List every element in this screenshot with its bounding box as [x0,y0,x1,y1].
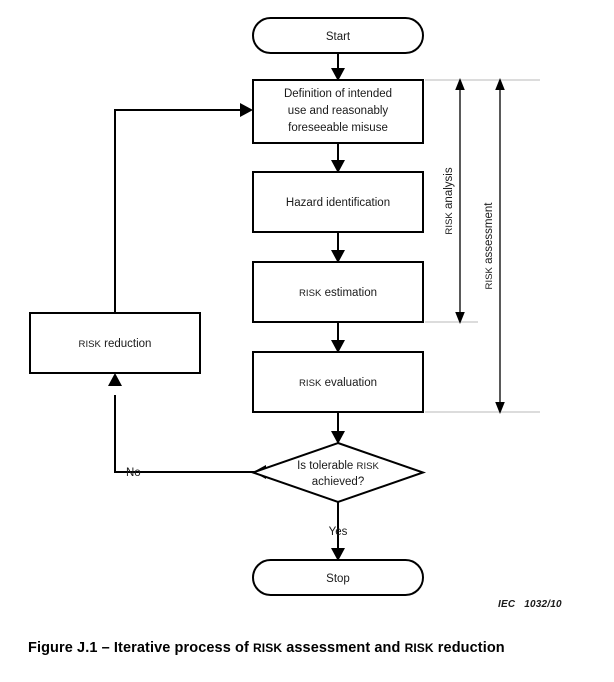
edge-decision-to-reduction [108,373,266,479]
node-decision-line1: Is tolerable RISK [297,460,379,472]
node-definition-line1: Definition of intended [284,88,392,100]
edge-label-no: No [126,467,141,479]
node-decision-line2: achieved? [312,476,364,488]
node-risk-evaluation-label: RISK evaluation [299,377,377,389]
node-definition[interactable]: Definition of intended use and reasonabl… [252,79,424,144]
node-stop-label: Stop [326,573,350,585]
arrowhead-right [240,103,253,117]
arrowhead-up [455,78,465,90]
edge-start-to-definition [331,52,345,81]
edge-decision-to-stop [331,502,345,561]
edge-estimation-to-evaluation [331,322,345,353]
node-hazard-label: Hazard identification [286,197,390,209]
caption-smallcaps-risk-2: RISK [404,641,434,655]
caption-smallcaps-risk-1: RISK [253,641,283,655]
caption-mid: assessment and [282,640,405,656]
node-risk-evaluation[interactable]: RISK evaluation [252,351,424,413]
node-risk-estimation-label: RISK estimation [299,287,377,299]
arrowhead-down [455,312,465,324]
node-stop[interactable]: Stop [252,559,424,596]
caption-suffix: reduction [433,640,505,656]
bracket-label-risk-analysis: RISK analysis [443,167,455,234]
bracket-label-risk-assessment: RISK assessment [483,202,495,290]
node-risk-reduction-label: RISK reduction [79,338,152,350]
edge-reduction-to-definition [114,103,253,313]
bracket-risk-assessment: RISK assessment [483,78,505,414]
iec-reference-code: IEC 1032/10 [498,599,562,610]
edge-label-yes: Yes [329,526,348,538]
arrowhead-up [495,78,505,90]
bracket-risk-analysis: RISK analysis [443,78,465,324]
edge-hazard-to-estimation [331,232,345,263]
node-start[interactable]: Start [252,17,424,54]
node-decision-tolerable-risk[interactable]: Is tolerable RISK achieved? [249,441,427,504]
edge-evaluation-to-decision [331,412,345,444]
arrowhead-down [495,402,505,414]
caption-prefix: Figure J.1 – Iterative process of [28,640,254,656]
node-risk-estimation[interactable]: RISK estimation [252,261,424,323]
node-risk-reduction[interactable]: RISK reduction [29,312,201,374]
edge-definition-to-hazard [331,143,345,173]
node-hazard-identification[interactable]: Hazard identification [252,171,424,233]
node-definition-line3: foreseeable misuse [288,122,388,134]
figure-caption: Figure J.1 – Iterative process of RISK a… [28,640,588,656]
node-start-label: Start [326,31,351,43]
arrowhead-up [108,373,122,386]
node-definition-line2: use and reasonably [288,105,389,117]
